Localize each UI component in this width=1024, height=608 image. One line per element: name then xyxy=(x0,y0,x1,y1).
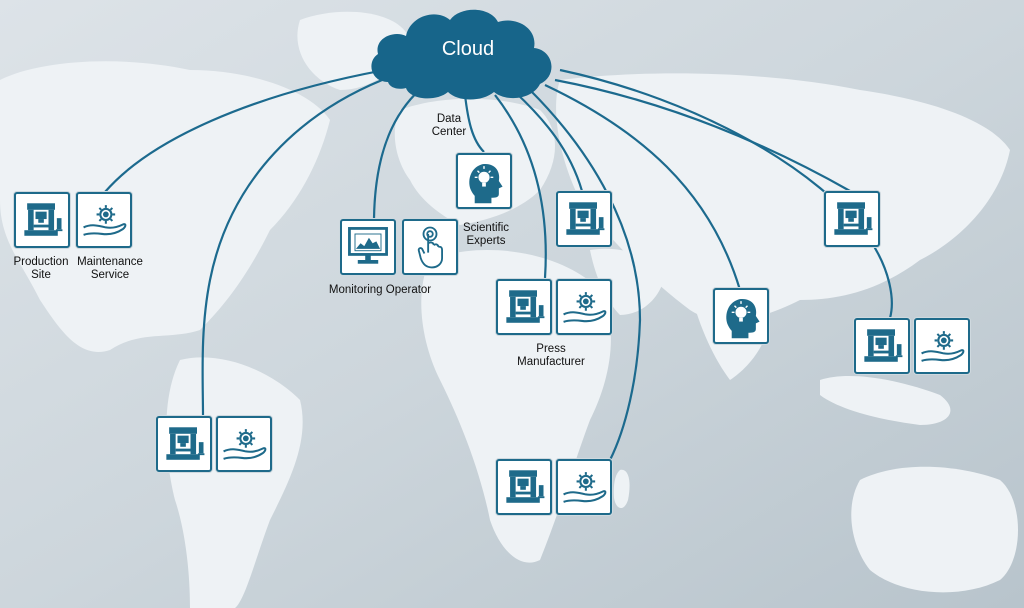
hand-gear-icon[interactable] xyxy=(556,459,612,515)
press-machine-icon[interactable] xyxy=(824,191,880,247)
continent-australia xyxy=(851,466,1018,593)
hand-gear-icon[interactable] xyxy=(216,416,272,472)
press-manufacturer-label-line1: Press xyxy=(536,343,566,355)
link-press-manufacturer xyxy=(494,94,547,279)
production-site-label-line2: Site xyxy=(31,269,51,281)
link-europe-press xyxy=(514,91,584,192)
press-machine-icon[interactable] xyxy=(496,279,552,335)
data-center-label-line2: Center xyxy=(431,126,467,138)
press-manufacturer-label-line2: Manufacturer xyxy=(517,356,585,368)
link-india xyxy=(544,84,742,291)
maintenance-service-label-line1: Maintenance xyxy=(77,256,143,268)
press-machine-icon[interactable] xyxy=(854,318,910,374)
link-north-america-west xyxy=(104,68,386,193)
hand-gear-icon[interactable] xyxy=(914,318,970,374)
monitoring-operator-label: Monitoring Operator xyxy=(328,284,432,296)
production-site-label-line1: Production xyxy=(13,256,69,268)
production-site-label: Production Site xyxy=(10,256,72,282)
continent-asia xyxy=(556,73,1010,321)
press-machine-icon[interactable] xyxy=(14,192,70,248)
link-east-asia xyxy=(554,78,851,192)
data-center-label-line1: Data xyxy=(436,113,462,125)
touch-finger-icon[interactable] xyxy=(402,219,458,275)
continent-se-asia xyxy=(820,375,951,425)
press-machine-icon[interactable] xyxy=(496,459,552,515)
maintenance-service-label: Maintenance Service xyxy=(72,256,148,282)
press-machine-icon[interactable] xyxy=(156,416,212,472)
link-south-america xyxy=(201,73,396,417)
press-manufacturer-label: Press Manufacturer xyxy=(510,343,592,369)
continent-madagascar xyxy=(613,469,630,509)
scientific-experts-label-line2: Experts xyxy=(466,235,506,247)
head-lightbulb-icon[interactable] xyxy=(456,153,512,209)
continent-north-america xyxy=(0,61,330,352)
link-monitoring-operator xyxy=(372,84,426,220)
scientific-experts-label-line1: Scientific xyxy=(462,222,510,234)
press-machine-icon[interactable] xyxy=(556,191,612,247)
hand-gear-icon[interactable] xyxy=(76,192,132,248)
cloud-shape xyxy=(371,9,552,100)
data-center-label: Data Center xyxy=(426,113,472,139)
cloud-label: Cloud xyxy=(441,38,495,60)
maintenance-service-label-line2: Service xyxy=(90,269,130,281)
hand-gear-icon[interactable] xyxy=(556,279,612,335)
monitor-chart-icon[interactable] xyxy=(340,219,396,275)
scientific-experts-label: Scientific Experts xyxy=(452,222,520,248)
link-data-center xyxy=(463,94,485,153)
head-lightbulb-icon[interactable] xyxy=(713,288,769,344)
link-southern-africa xyxy=(529,89,642,461)
